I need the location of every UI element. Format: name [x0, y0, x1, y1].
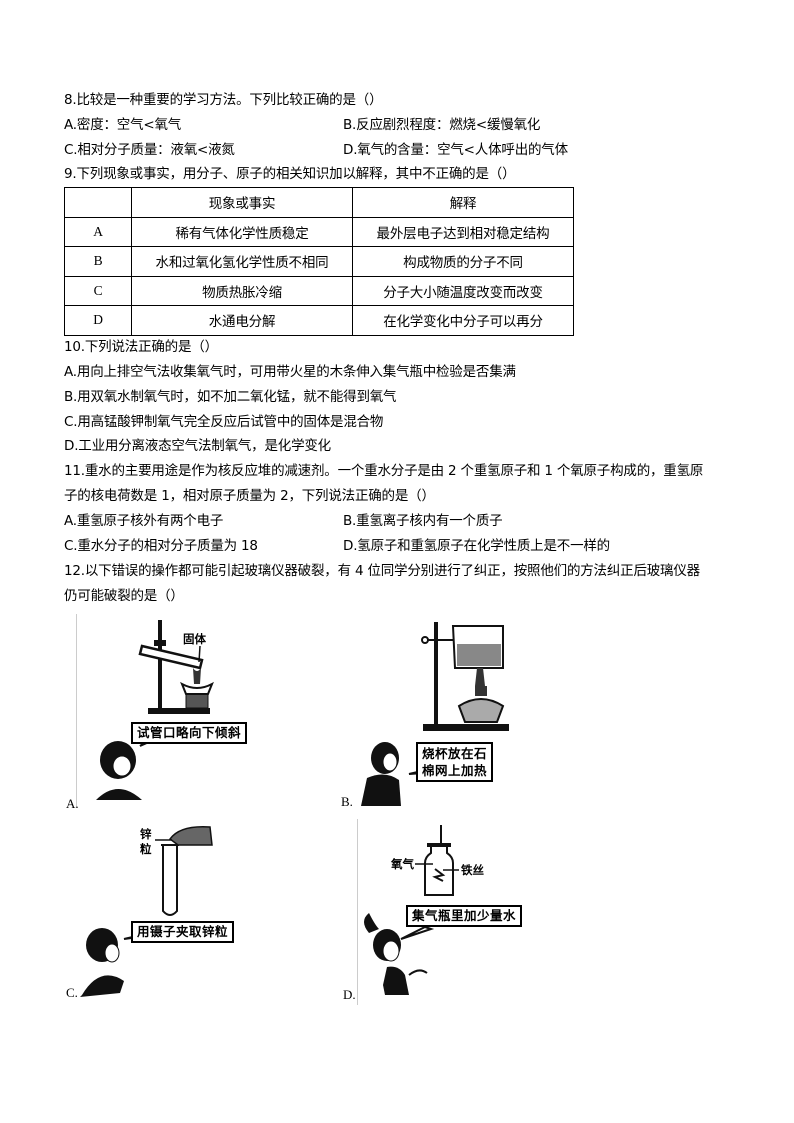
- table-cell: 最外层电子达到相对稳定结构: [352, 216, 574, 247]
- figure-a: 固体 试管口略向下倾斜 A.: [60, 610, 260, 811]
- q10-stem: 10.下列说法正确的是（）: [64, 339, 218, 355]
- speech-bubble-b: 烧杯放在石 棉网上加热: [416, 742, 494, 782]
- q11-option-d: D.氢原子和重氢原子在化学性质上是不一样的: [343, 538, 610, 554]
- table-header-cell: 解释: [352, 187, 574, 218]
- figure-label-b: B.: [341, 794, 353, 809]
- annotation-solid: 固体: [183, 632, 206, 646]
- annotation-zinc-1: 锌: [140, 827, 152, 841]
- table-cell: 稀有气体化学性质稳定: [131, 216, 353, 247]
- zinc-granule-test-tube-icon: [80, 826, 213, 997]
- q8-stem: 8.比较是一种重要的学习方法。下列比较正确的是（）: [64, 92, 383, 108]
- annotation-iron-wire: 铁丝: [461, 863, 484, 877]
- table-row: D 水通电分解 在化学变化中分子可以再分: [64, 305, 574, 336]
- table-header-cell: 现象或事实: [131, 187, 353, 218]
- q8-option-a: A.密度：空气<氧气: [64, 117, 182, 133]
- table-cell: 物质热胀冷缩: [131, 275, 353, 306]
- speech-bubble-c: 用镊子夹取锌粒: [131, 921, 235, 943]
- q11-option-c: C.重水分子的相对分子质量为 18: [64, 538, 258, 554]
- table-cell: 在化学变化中分子可以再分: [352, 305, 574, 336]
- q12-stem-line2: 仍可能破裂的是（）: [64, 588, 184, 604]
- table-row: C 物质热胀冷缩 分子大小随温度改变而改变: [64, 275, 574, 306]
- q11-option-b: B.重氢离子核内有一个质子: [343, 513, 503, 529]
- q8-option-c: C.相对分子质量：液氧<液氮: [64, 142, 235, 158]
- table-row: B 水和过氧化氢化学性质不相同 构成物质的分子不同: [64, 246, 574, 277]
- figure-border: [76, 614, 77, 808]
- q10-option-c: C.用高锰酸钾制氧气完全反应后试管中的固体是混合物: [64, 414, 384, 430]
- gas-jar-iron-wire-icon: [364, 825, 459, 995]
- table-row: A 稀有气体化学性质稳定 最外层电子达到相对稳定结构: [64, 216, 574, 247]
- speech-bubble-b-line1: 烧杯放在石: [422, 746, 488, 761]
- figure-border: [357, 819, 358, 1005]
- figure-label-d: D.: [343, 987, 356, 1002]
- q10-option-d: D.工业用分离液态空气法制氧气，是化学变化: [64, 438, 331, 454]
- table-cell: A: [64, 216, 132, 247]
- figure-d: 氧气 铁丝 集气瓶里加少量水 D.: [335, 815, 535, 1015]
- table-cell: 构成物质的分子不同: [352, 246, 574, 277]
- figure-label-a: A.: [66, 796, 79, 811]
- figure-b: 烧杯放在石 棉网上加热 B.: [335, 610, 535, 810]
- table-cell: B: [64, 246, 132, 277]
- table-header-row: 现象或事实 解释: [64, 187, 574, 218]
- annotation-oxygen: 氧气: [391, 857, 414, 871]
- figure-c: 锌 粒 用镊子夹取锌粒 C.: [60, 815, 260, 1015]
- speech-bubble-a: 试管口略向下倾斜: [131, 722, 248, 744]
- q8-option-b: B.反应剧烈程度：燃烧<缓慢氧化: [343, 117, 541, 133]
- q12-stem-line1: 12.以下错误的操作都可能引起玻璃仪器破裂，有 4 位同学分别进行了纠正，按照他…: [64, 563, 700, 579]
- annotation-zinc-2: 粒: [140, 842, 152, 856]
- q11-stem-line2: 子的核电荷数是 1，相对原子质量为 2，下列说法正确的是（）: [64, 488, 435, 504]
- figure-label-c: C.: [66, 985, 78, 1000]
- q9-stem: 9.下列现象或事实，用分子、原子的相关知识加以解释，其中不正确的是（）: [64, 166, 516, 182]
- beaker-heating-apparatus-icon: [361, 622, 509, 806]
- speech-bubble-b-line2: 棉网上加热: [422, 763, 488, 778]
- table-header-cell: [64, 187, 132, 218]
- table-cell: 水通电分解: [131, 305, 353, 336]
- q10-option-b: B.用双氧水制氧气时，如不加二氧化锰，就不能得到氧气: [64, 389, 397, 405]
- table-cell: 分子大小随温度改变而改变: [352, 275, 574, 306]
- q11-stem-line1: 11.重水的主要用途是作为核反应堆的减速剂。一个重水分子是由 2 个重氢原子和 …: [64, 463, 704, 479]
- speech-bubble-d: 集气瓶里加少量水: [406, 905, 523, 927]
- table-cell: 水和过氧化氢化学性质不相同: [131, 246, 353, 277]
- q8-option-d: D.氧气的含量：空气<人体呼出的气体: [343, 142, 568, 158]
- table-cell: C: [64, 275, 132, 306]
- q9-table: 现象或事实 解释 A 稀有气体化学性质稳定 最外层电子达到相对稳定结构 B 水和…: [64, 187, 574, 336]
- q10-option-a: A.用向上排空气法收集氧气时，可用带火星的木条伸入集气瓶中检验是否集满: [64, 364, 516, 380]
- table-cell: D: [64, 305, 132, 336]
- q11-option-a: A.重氢原子核外有两个电子: [64, 513, 224, 529]
- test-tube-heating-apparatus-icon: [96, 620, 214, 800]
